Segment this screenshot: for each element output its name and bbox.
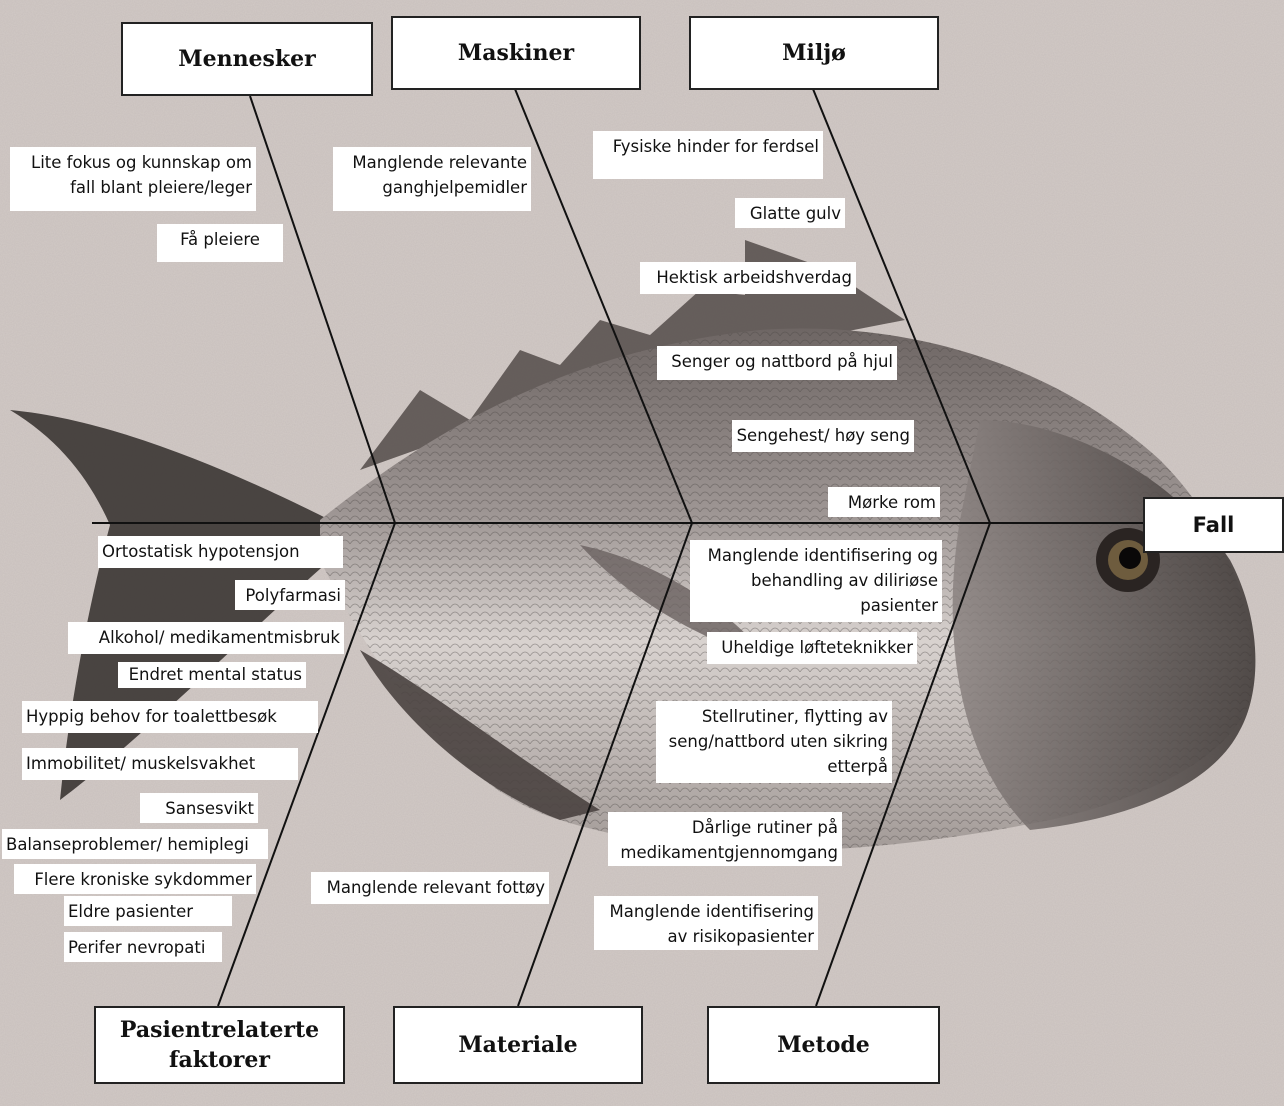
- category-metode: Metode: [707, 1006, 940, 1084]
- category-materiale: Materiale: [393, 1006, 643, 1084]
- cause-item: Ortostatisk hypotensjon: [98, 536, 343, 568]
- cause-item: Eldre pasienter: [64, 896, 232, 926]
- bone-miljo: [813, 89, 990, 523]
- cause-item: Glatte gulv: [735, 198, 845, 228]
- effect-box: Fall: [1143, 497, 1284, 553]
- cause-item: Fysiske hinder for ferdsel: [593, 131, 823, 179]
- cause-item: Manglende identifisering av risikopasien…: [594, 896, 818, 950]
- cause-item: Alkohol/ medikamentmisbruk: [68, 622, 344, 654]
- cause-item: Sengehest/ høy seng: [732, 420, 914, 452]
- cause-item: Hektisk arbeidshverdag: [640, 262, 856, 294]
- cause-item: Få pleiere: [157, 224, 283, 262]
- cause-item: Uheldige løfteteknikker: [707, 632, 917, 664]
- cause-item: Polyfarmasi: [235, 580, 345, 610]
- cause-item: Manglende relevante ganghjelpemidler: [333, 147, 531, 211]
- category-mennesker: Mennesker: [121, 22, 373, 96]
- cause-item: Hyppig behov for toalettbesøk: [22, 701, 318, 733]
- cause-item: Lite fokus og kunnskap om fall blant ple…: [10, 147, 256, 211]
- cause-item: Dårlige rutiner på medikamentgjennomgang: [608, 812, 842, 866]
- cause-item: Perifer nevropati: [64, 932, 222, 962]
- cause-item: Manglende identifisering og behandling a…: [690, 540, 942, 622]
- category-maskiner: Maskiner: [391, 16, 641, 90]
- cause-item: Sansesvikt: [140, 793, 258, 823]
- cause-item: Manglende relevant fottøy: [311, 872, 549, 904]
- cause-item: Mørke rom: [828, 487, 940, 517]
- cause-item: Immobilitet/ muskelsvakhet: [22, 748, 298, 780]
- category-pasientrelaterte-faktorer: Pasientrelaterte faktorer: [94, 1006, 345, 1084]
- cause-item: Endret mental status: [118, 662, 306, 688]
- category-miljo: Miljø: [689, 16, 939, 90]
- cause-item: Senger og nattbord på hjul: [657, 346, 897, 380]
- cause-item: Balanseproblemer/ hemiplegi: [2, 829, 268, 859]
- cause-item: Flere kroniske sykdommer: [14, 864, 256, 894]
- cause-item: Stellrutiner, flytting av seng/nattbord …: [656, 701, 892, 783]
